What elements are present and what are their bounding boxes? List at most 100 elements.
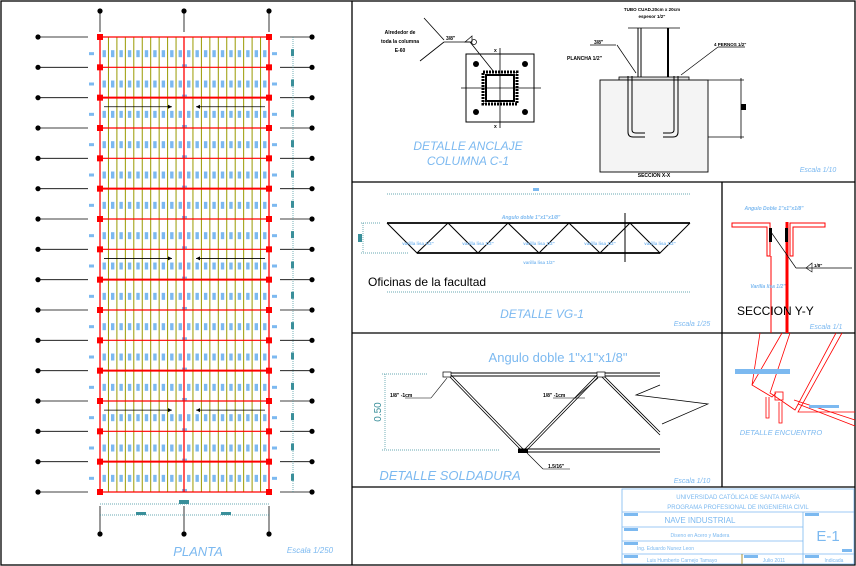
joist-tag <box>263 141 267 149</box>
joist-tag <box>136 50 140 58</box>
joist-tag <box>127 383 132 391</box>
joist-tag <box>178 50 182 58</box>
beam-tag-left <box>89 112 94 116</box>
joist-tag <box>212 444 216 452</box>
joist-tag <box>263 474 267 482</box>
joist-tag <box>229 80 233 88</box>
joist-tag <box>161 50 166 58</box>
joist-tag <box>136 292 140 300</box>
grid-bubble-left <box>35 459 41 465</box>
joist-tag <box>220 141 225 149</box>
joist-tag <box>178 383 182 391</box>
joist-tag <box>136 353 140 361</box>
grid-bubble-left <box>35 428 41 434</box>
joist-tag <box>263 323 267 331</box>
joist-tag <box>127 323 132 331</box>
joist-tag <box>144 323 149 331</box>
joist-tag <box>153 323 157 331</box>
joist-tag <box>203 262 208 270</box>
joist-tag <box>144 141 149 149</box>
anchor-plan-detail <box>419 17 541 128</box>
beam-tag-left <box>89 385 94 389</box>
joist-tag <box>153 292 157 300</box>
joist-tag <box>110 262 115 270</box>
joist-tag <box>220 383 225 391</box>
joist-tag <box>119 80 123 88</box>
grid-bubble-left <box>35 277 41 283</box>
joist-tag <box>110 171 115 179</box>
joist-tag <box>153 353 157 361</box>
joist-tag <box>187 232 191 240</box>
joist-tag <box>212 171 216 179</box>
joist-tag <box>220 444 225 452</box>
bolts-note: 4 PERNOS 1/2" <box>714 42 746 47</box>
joist-tag <box>246 80 250 88</box>
tube-note-line2: espesor 1/2" <box>639 14 666 19</box>
joist-tag <box>203 201 208 209</box>
joist-tag <box>254 474 259 482</box>
truss-vg1 <box>358 188 691 293</box>
section-mark-top: x <box>494 48 497 54</box>
joist-tag <box>195 474 199 482</box>
grid-bubble-top <box>266 8 272 14</box>
joist-tag <box>203 414 208 422</box>
joist-tag <box>246 323 250 331</box>
joist-tag <box>187 171 191 179</box>
joist-tag <box>110 353 115 361</box>
joist-tag <box>254 141 259 149</box>
dim-tag-right <box>291 170 294 178</box>
joist-tag <box>119 383 123 391</box>
dim-tag-right <box>291 79 294 87</box>
joist-tag <box>153 110 157 118</box>
beam-tag-right <box>272 446 277 450</box>
joist-tag <box>170 80 174 88</box>
joist-tag <box>110 50 115 58</box>
joist-tag <box>195 141 199 149</box>
joint-small-label <box>809 405 839 408</box>
joist-tag <box>203 171 208 179</box>
beam-tag-left <box>89 294 94 298</box>
beam-tag-right <box>272 416 277 420</box>
tb-tag <box>624 528 638 531</box>
vg1-diag-label-2: varilla lisa 1/2" <box>462 241 493 246</box>
grid-bubble-right <box>309 368 315 374</box>
joist-tag <box>246 383 250 391</box>
tb-tag <box>842 549 852 552</box>
joist-tag <box>237 141 242 149</box>
dim-text-total <box>179 500 189 504</box>
joist-tag <box>102 50 106 58</box>
joist-tag <box>187 80 191 88</box>
grid-bubble-right <box>309 398 315 404</box>
vg1-diag-label-3: varilla lisa 1/2" <box>523 241 554 246</box>
joist-tag <box>246 414 250 422</box>
weld-height-dim: 0.50 <box>373 402 384 422</box>
grid-bubble-left <box>35 398 41 404</box>
grid-bubble-bottom <box>181 531 187 537</box>
joist-tag <box>161 292 166 300</box>
joist-tag <box>195 292 199 300</box>
yy-top-label: Angulo Doble 1"x1"x1/8" <box>743 206 804 212</box>
vg1-diag-label-1: varilla lisa 1/2" <box>402 241 433 246</box>
joist-tag <box>246 171 250 179</box>
joist-tag <box>246 474 250 482</box>
joist-tag <box>195 383 199 391</box>
joist-tag <box>195 262 199 270</box>
joist-tag <box>187 383 191 391</box>
joist-tag <box>153 262 157 270</box>
joist-tag <box>170 110 174 118</box>
joist-tag <box>187 414 191 422</box>
joist-tag <box>102 262 106 270</box>
joist-tag <box>127 292 132 300</box>
joist-tag <box>127 353 132 361</box>
joist-tag <box>263 50 267 58</box>
weld-header-label: Angulo doble 1"x1"x1/8" <box>489 350 628 365</box>
joist-tag <box>187 323 191 331</box>
joist-tag <box>178 262 182 270</box>
joist-tag <box>161 110 166 118</box>
joist-tag <box>153 444 157 452</box>
joist-tag <box>187 474 191 482</box>
tb-tag <box>805 555 819 558</box>
joist-tag <box>229 201 233 209</box>
joist-tag <box>263 414 267 422</box>
joist-tag <box>178 80 182 88</box>
